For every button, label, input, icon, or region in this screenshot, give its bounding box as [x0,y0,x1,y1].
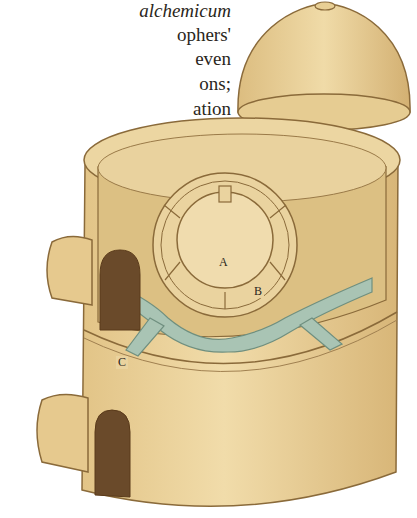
cropped-text: ophers' [177,24,231,46]
cropped-text: even [195,48,231,70]
part-letter: B [252,285,264,298]
cropped-text: ons; [199,73,231,95]
part-letter: A [217,256,230,269]
cropped-text: ation [193,98,231,120]
cropped-text: alchemicum [139,0,231,22]
part-letter: C [116,356,128,369]
